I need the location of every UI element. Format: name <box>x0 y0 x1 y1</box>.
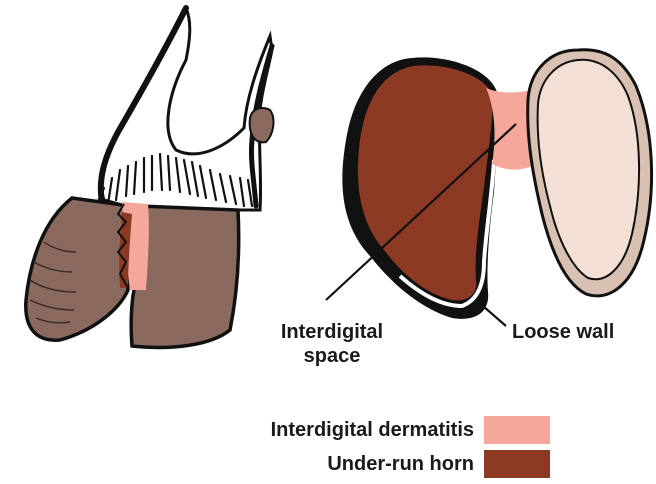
label-interdigital-space: Interdigital space <box>262 320 402 368</box>
legend-label: Interdigital dermatitis <box>271 419 474 442</box>
sole-view <box>326 50 652 326</box>
legend-swatch-dermatitis <box>484 416 550 444</box>
legend-item-under-run-horn: Under-run horn <box>327 450 550 478</box>
label-interdigital-line1: Interdigital <box>262 320 402 344</box>
label-loose-wall: Loose wall <box>512 320 614 344</box>
legend-label: Under-run horn <box>327 453 474 476</box>
dewclaw <box>250 108 274 142</box>
leg-side-view <box>26 8 274 347</box>
legend-swatch-under-run <box>484 450 550 478</box>
label-interdigital-line2: space <box>262 344 402 368</box>
legend-item-interdigital-dermatitis: Interdigital dermatitis <box>271 416 550 444</box>
left-claw <box>26 198 130 340</box>
